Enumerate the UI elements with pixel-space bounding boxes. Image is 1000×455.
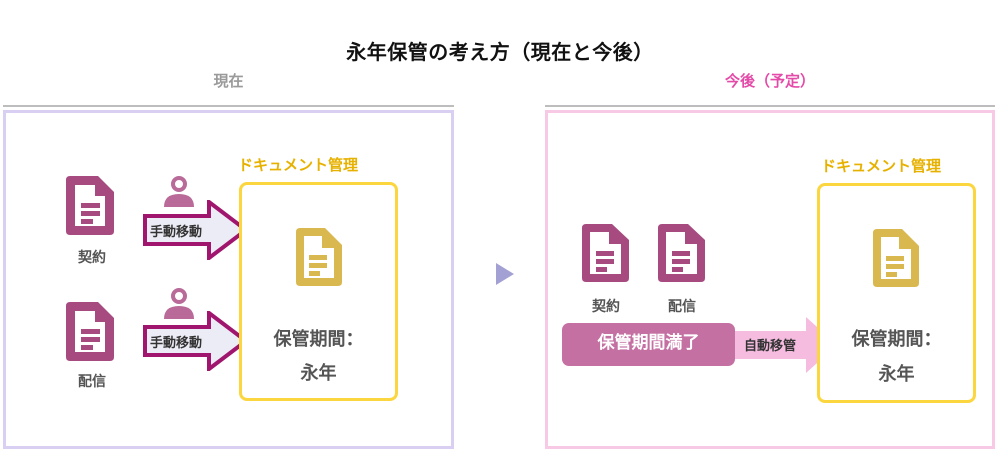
doc-management-box bbox=[239, 182, 398, 401]
manual-move-arrow bbox=[143, 197, 250, 263]
document-label-contract: 契約 bbox=[78, 250, 106, 266]
retention-label: 保管期間： bbox=[273, 329, 364, 350]
document-icon bbox=[66, 176, 118, 236]
retention-value: 永年 bbox=[878, 364, 915, 385]
manual-move-arrow bbox=[143, 308, 250, 374]
person-icon bbox=[162, 288, 196, 322]
section-label-future: 今後（予定） bbox=[724, 72, 815, 90]
diagram-title: 永年保管の考え方（現在と今後） bbox=[346, 40, 654, 64]
play-triangle-icon bbox=[495, 263, 515, 285]
doc-management-box bbox=[817, 183, 976, 403]
doc-management-title: ドキュメント管理 bbox=[821, 157, 942, 175]
retention-value: 永年 bbox=[300, 363, 337, 384]
divider-current bbox=[3, 105, 454, 107]
doc-management-title: ドキュメント管理 bbox=[238, 156, 359, 174]
panel-future bbox=[545, 110, 995, 449]
document-icon bbox=[873, 229, 919, 287]
panel-current bbox=[3, 110, 454, 449]
document-icon bbox=[658, 224, 706, 282]
document-icon bbox=[66, 302, 118, 362]
document-label-delivery: 配信 bbox=[78, 374, 106, 390]
retention-expired-badge: 保管期間満了 bbox=[562, 323, 735, 366]
retention-label: 保管期間： bbox=[851, 329, 942, 350]
divider-future bbox=[545, 105, 995, 107]
auto-transfer-arrow bbox=[720, 317, 838, 373]
manual-move-label: 手動移動 bbox=[150, 225, 203, 240]
section-label-current: 現在 bbox=[213, 72, 244, 90]
document-icon bbox=[296, 228, 342, 286]
person-icon bbox=[162, 176, 196, 210]
auto-transfer-label: 自動移管 bbox=[744, 339, 797, 354]
document-label-delivery: 配信 bbox=[668, 299, 696, 315]
document-icon bbox=[582, 224, 630, 282]
manual-move-label: 手動移動 bbox=[150, 336, 203, 351]
document-label-contract: 契約 bbox=[592, 299, 620, 315]
